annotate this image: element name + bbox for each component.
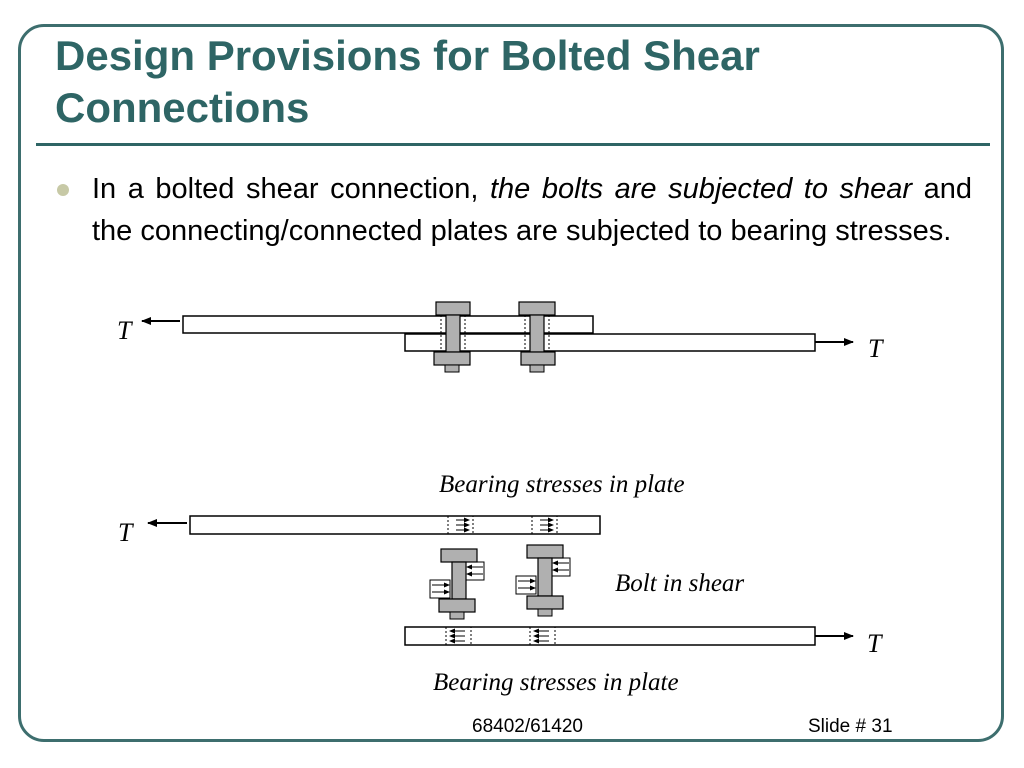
bearing-label-top: Bearing stresses in plate — [439, 471, 685, 498]
bullet-text: In a bolted shear connection, the bolts … — [92, 168, 972, 252]
force-label-right-1: T — [868, 334, 884, 363]
bullet-icon — [57, 184, 69, 196]
force-label-left-1: T — [117, 316, 133, 345]
bolt-shear-label: Bolt in shear — [615, 570, 744, 597]
bearing-arrows-top — [456, 517, 554, 533]
loose-bolt-2 — [515, 544, 571, 617]
bullet-text-italic: the bolts are subjected to shear — [489, 173, 913, 205]
assembled-connection: T T — [117, 301, 884, 373]
slide-title: Design Provisions for Bolted Shear Conne… — [55, 32, 760, 131]
bearing-label-bottom: Bearing stresses in plate — [433, 669, 679, 696]
exploded-bottom-plate — [404, 626, 816, 646]
force-label-left-2: T — [118, 518, 134, 547]
top-plate — [182, 315, 594, 334]
bearing-arrows-bottom — [449, 628, 549, 644]
exploded-top-plate — [189, 515, 601, 535]
bottom-plate — [404, 333, 816, 352]
exploded-view: Bearing stresses in plate T — [118, 471, 883, 696]
bolt-2 — [518, 301, 556, 373]
slide-frame — [18, 24, 1004, 742]
bullet-text-end: and the connecting/connected plates are … — [92, 173, 972, 247]
title-divider — [36, 143, 990, 146]
footer-slide-number: Slide # 31 — [808, 716, 893, 737]
bullet-text-start: In a bolted shear connection, — [92, 173, 490, 205]
loose-bolt-1 — [429, 548, 485, 620]
bolt-1 — [433, 301, 471, 373]
footer-course-code: 68402/61420 — [472, 716, 583, 737]
force-label-right-2: T — [867, 629, 883, 658]
